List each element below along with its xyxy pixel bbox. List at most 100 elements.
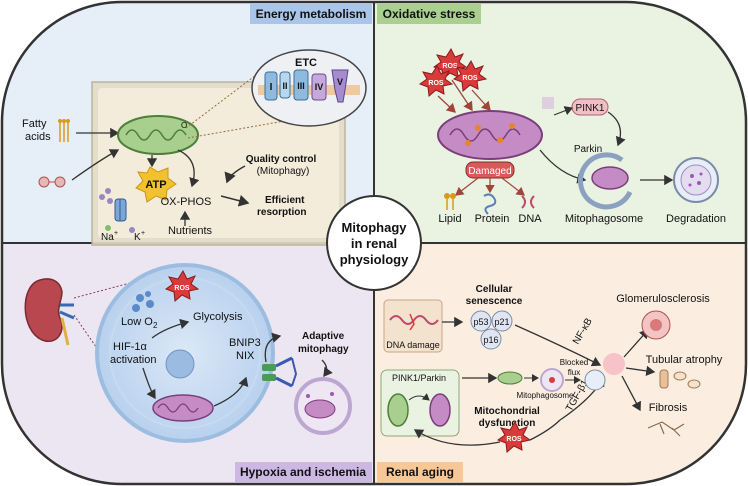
mito-dysfunction-label-1: Mitochondrial — [474, 406, 540, 417]
protein-label: Protein — [475, 213, 510, 225]
low-o2-label: Low O — [121, 316, 153, 328]
dna-damage-label: DNA damage — [386, 340, 440, 350]
atp-label: ATP — [145, 179, 166, 191]
receptor-icon — [262, 356, 298, 388]
aging-ros-burst — [496, 420, 532, 453]
degradation-label: Degradation — [666, 213, 726, 225]
efficient-label-1: Efficient — [265, 195, 305, 206]
atp-icon: ATP — [135, 166, 177, 203]
lysosome-small-icon — [584, 369, 606, 391]
fatty-acids-label-1: Fatty — [22, 118, 47, 130]
center-line-2: in renal — [351, 236, 397, 251]
oxidative-panel: ROS ROS ROS PINK1 Parkin Damaged — [418, 47, 726, 225]
ros-burst-hypoxia — [164, 269, 200, 302]
p16-label: p16 — [483, 335, 498, 345]
mitophagy-sub-label: (Mitophagy) — [257, 166, 310, 177]
o2-label: O — [181, 121, 187, 130]
healthy-mito-icon — [387, 393, 409, 427]
nix-label: NIX — [236, 350, 255, 362]
hypoxia-panel: ROS Low O 2 Glycolysis HIF-1α activation… — [24, 263, 352, 443]
aging-bg — [374, 243, 746, 484]
damaged-mito-icon-aging — [429, 393, 451, 427]
energy-title: Energy metabolism — [256, 7, 367, 21]
aging-ros-label: ROS — [506, 436, 522, 443]
k-plus: + — [141, 230, 145, 237]
lipid-label: Lipid — [438, 213, 461, 225]
ros-cluster: ROS ROS ROS — [418, 47, 488, 97]
pinkparkin-label: PINK1/Parkin — [392, 373, 446, 383]
adaptive-label-2: mitophagy — [298, 344, 349, 355]
p21-label: p21 — [494, 317, 509, 327]
p21-bubble — [491, 310, 513, 332]
energy-title-tab — [250, 4, 372, 24]
autophagosome-icon — [294, 377, 352, 435]
hif1-label-1: HIF-1α — [113, 341, 148, 353]
dna-icon — [521, 195, 535, 209]
glycolysis-label: Glycolysis — [193, 311, 243, 323]
aging-panel: DNA damage Cellular senescence p53 p21 p… — [380, 284, 723, 453]
senescence-label-1: Cellular — [476, 284, 513, 295]
efficient-label-2: resorption — [257, 207, 306, 218]
dna-damage-icon — [389, 315, 439, 325]
mitophagosome-label: Mitophagosome — [565, 213, 643, 225]
mitophagosome-icon — [578, 152, 633, 210]
energy-panel: Fatty acids O ATP OX-PHOS Nu — [22, 49, 367, 246]
oxidative-title-tab — [377, 4, 481, 24]
etc-label: ETC — [295, 57, 317, 69]
kidney-icon — [24, 278, 75, 346]
hypoxia-mitochondrion-icon — [152, 394, 214, 422]
fibrosis-label: Fibrosis — [649, 402, 688, 414]
lysosome-icon — [673, 157, 719, 203]
hypoxia-title: Hypoxia and ischemia — [240, 465, 366, 479]
ros-3: ROS — [462, 75, 478, 82]
nutrients-label: Nutrients — [168, 225, 213, 237]
hypoxia-title-tab — [235, 462, 372, 482]
complex-3: III — [297, 81, 305, 91]
hif1-label-2: activation — [110, 354, 156, 366]
complex-1: I — [270, 82, 273, 93]
dna-label: DNA — [518, 213, 542, 225]
glomerulus-icon — [641, 310, 671, 340]
blocked-label-1: Blocked — [560, 358, 588, 367]
mito-dysfunction-label-2: dysfunction — [479, 418, 536, 429]
damaged-label: Damaged — [468, 166, 511, 177]
low-o2-sub: 2 — [153, 321, 158, 330]
hypoxia-ros: ROS — [174, 285, 190, 292]
lipid-icon — [444, 193, 456, 210]
p53-label: p53 — [473, 317, 488, 327]
blocked-label-2: flux — [568, 368, 580, 377]
fatty-acid-icon — [58, 119, 70, 142]
p53-bubble — [470, 310, 492, 332]
na-label: Na — [101, 232, 114, 243]
fatty-acids-label-2: acids — [25, 131, 51, 143]
oxygen-dots — [132, 291, 154, 312]
k-label: K — [134, 232, 141, 243]
complex-4: IV — [315, 82, 324, 92]
mitochondrion-icon — [117, 115, 199, 155]
damaged-mitochondrion-icon — [437, 110, 543, 160]
tubule-icon — [659, 369, 701, 389]
center-line-1: Mitophagy — [342, 220, 408, 235]
quality-control-label: Quality control — [246, 154, 317, 165]
oxphos-label: OX-PHOS — [161, 196, 212, 208]
protein-icon — [483, 193, 497, 215]
adaptive-label-1: Adaptive — [302, 331, 345, 342]
complex-5: V — [337, 77, 343, 87]
aging-title-tab — [377, 462, 463, 482]
parkin-label: Parkin — [574, 144, 602, 155]
glomerulosclerosis-label: Glomerulosclerosis — [616, 293, 710, 305]
inflammation-glow — [603, 353, 625, 375]
mito-small-icon — [497, 371, 523, 385]
oxidative-bg — [374, 2, 746, 243]
p16-bubble — [480, 328, 502, 350]
senescence-label-2: senescence — [466, 296, 523, 307]
bnip3-label: BNIP3 — [229, 337, 261, 349]
oxidative-title: Oxidative stress — [383, 7, 476, 21]
aging-title: Renal aging — [386, 465, 454, 479]
complex-2: II — [282, 81, 287, 91]
fibrosis-icon — [647, 421, 685, 437]
pink1-label: PINK1 — [576, 103, 605, 114]
